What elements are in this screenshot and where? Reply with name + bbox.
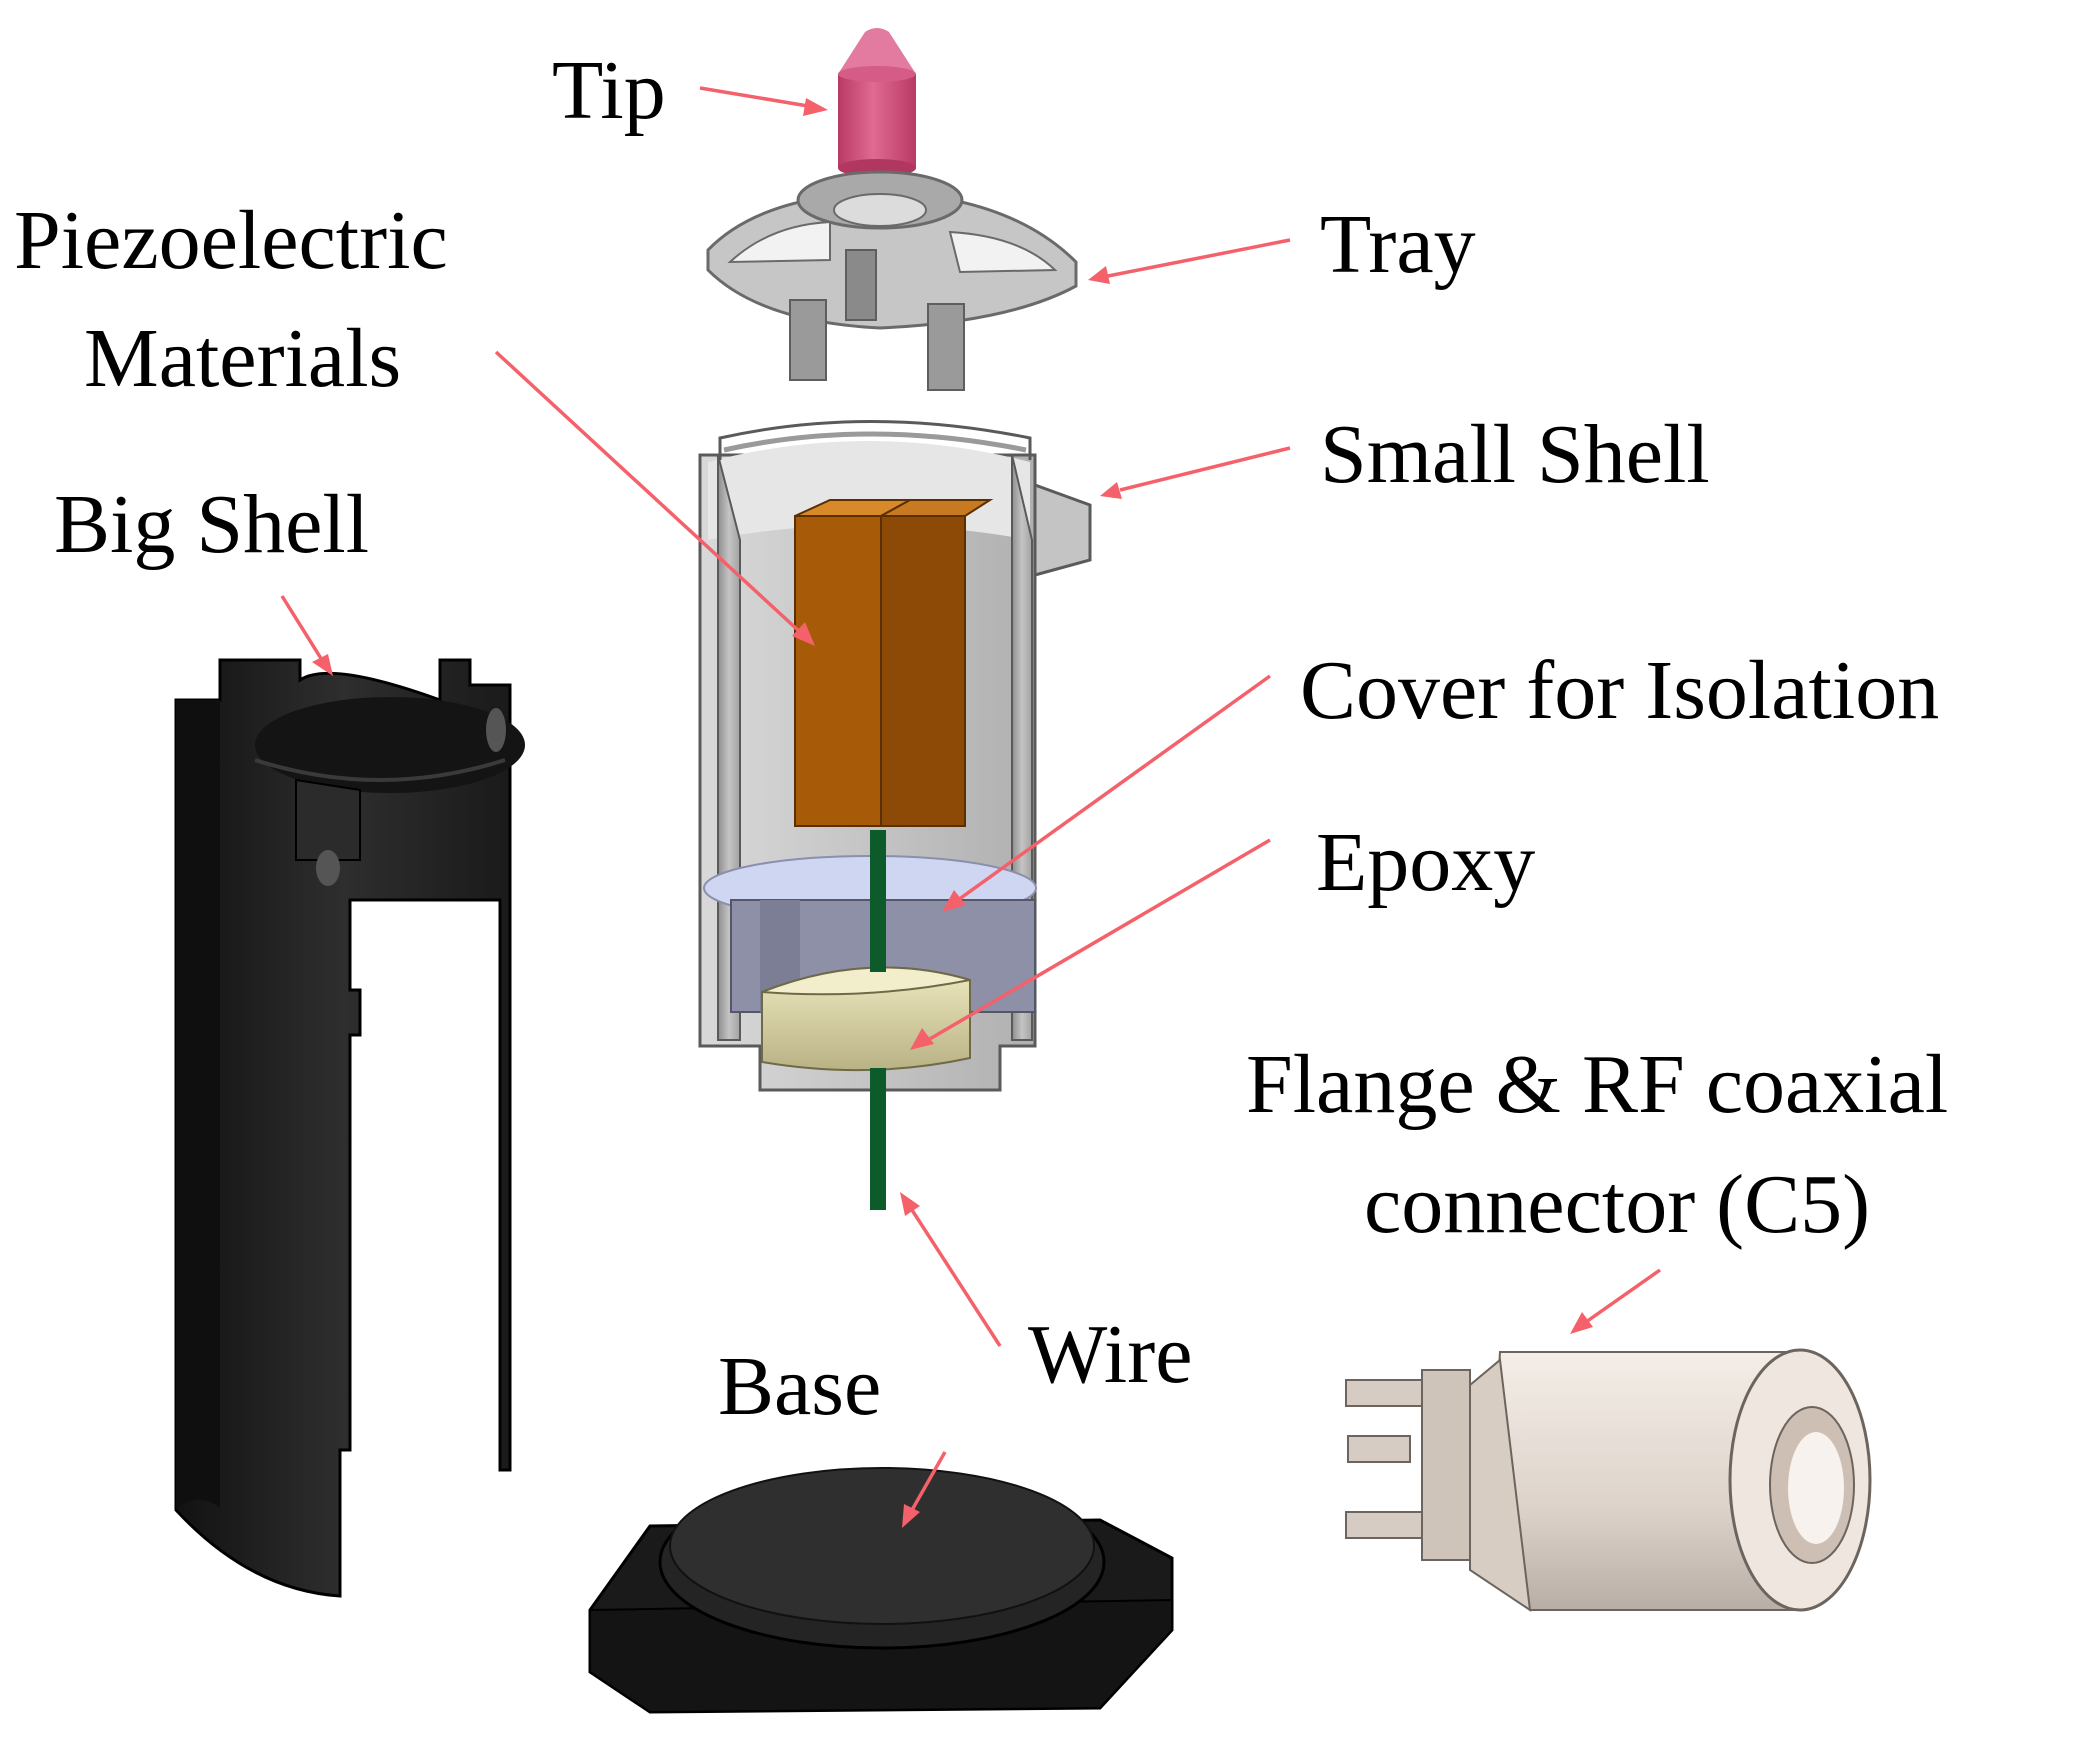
- rf-connector-part: [1345, 1348, 1872, 1613]
- flange-label-line2: connector (C5): [1364, 1158, 1870, 1251]
- epoxy-arrow: [910, 838, 1271, 1050]
- piezo-arrow: [494, 350, 815, 646]
- big-shell-part: [174, 658, 525, 1598]
- base-arrow: [902, 1451, 947, 1528]
- cover-label: Cover for Isolation: [1300, 644, 1939, 737]
- big-shell-arrow: [280, 595, 333, 676]
- base-label: Base: [718, 1340, 881, 1433]
- wire-part: [870, 830, 886, 1210]
- wire-arrow: [900, 1192, 1002, 1347]
- flange-label-line1: Flange & RF coaxial: [1246, 1038, 1948, 1131]
- piezo-label-line1: Piezoelectric: [14, 194, 448, 287]
- cover-arrow: [942, 674, 1272, 912]
- base-part: [588, 1467, 1174, 1714]
- tip-label: Tip: [552, 44, 666, 137]
- tip-arrow: [699, 86, 828, 116]
- tip-part: [838, 28, 916, 177]
- wire-label: Wire: [1028, 1308, 1193, 1401]
- small-shell-arrow: [1100, 446, 1291, 499]
- epoxy-label: Epoxy: [1316, 816, 1535, 909]
- labels: Tip Piezoelectric Materials Tray Small S…: [14, 44, 1948, 1433]
- tray-part: [706, 170, 1078, 391]
- big-shell-label: Big Shell: [54, 478, 369, 571]
- small-shell-label: Small Shell: [1320, 408, 1710, 501]
- piezo-material-part: [794, 499, 994, 827]
- connector-arrow: [1570, 1268, 1662, 1334]
- leader-arrows: [280, 86, 1662, 1528]
- piezo-label-line2: Materials: [84, 312, 401, 405]
- tray-label: Tray: [1320, 198, 1476, 291]
- tray-arrow: [1088, 238, 1291, 284]
- epoxy-part: [761, 966, 971, 1072]
